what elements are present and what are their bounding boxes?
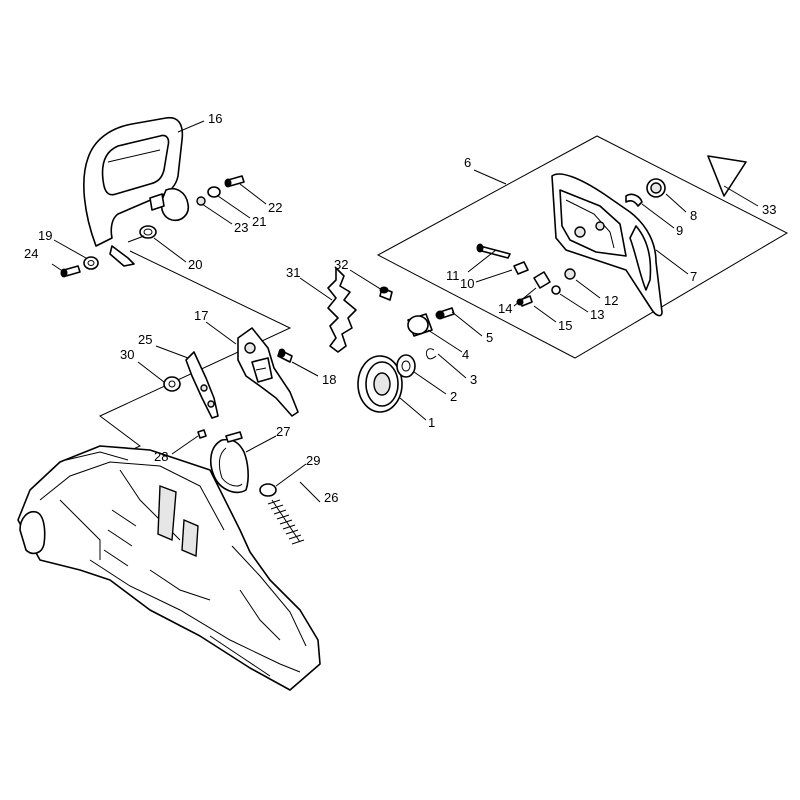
group-outline-6 bbox=[376, 135, 789, 359]
part-16-front-handle bbox=[83, 116, 190, 267]
part-19-washer bbox=[83, 256, 99, 270]
callout-labels: 1 2 3 4 5 6 7 8 9 10 11 12 13 14 15 16 1… bbox=[24, 111, 776, 505]
label-4: 4 bbox=[462, 347, 469, 362]
part-33-decal bbox=[707, 155, 747, 197]
part-10-tension-nut bbox=[513, 261, 529, 275]
part-2-washer bbox=[396, 354, 416, 378]
label-2: 2 bbox=[450, 389, 457, 404]
part-7-sprocket-cover bbox=[551, 173, 663, 317]
part-32-screw bbox=[379, 286, 393, 301]
label-12: 12 bbox=[604, 293, 618, 308]
part-20-spacer bbox=[127, 225, 157, 243]
part-21-washer bbox=[207, 186, 221, 198]
part-5-bolt bbox=[435, 307, 455, 320]
label-7: 7 bbox=[690, 269, 697, 284]
label-23: 23 bbox=[234, 220, 248, 235]
label-24: 24 bbox=[24, 246, 38, 261]
label-17: 17 bbox=[194, 308, 208, 323]
label-33: 33 bbox=[762, 202, 776, 217]
label-18: 18 bbox=[322, 372, 336, 387]
part-13-washer bbox=[551, 285, 561, 295]
label-16: 16 bbox=[208, 111, 222, 126]
part-30-collar bbox=[163, 376, 181, 392]
part-27-brake-band bbox=[209, 431, 249, 494]
label-15: 15 bbox=[558, 318, 572, 333]
label-28: 28 bbox=[154, 449, 168, 464]
part-14-block bbox=[533, 271, 551, 289]
label-10: 10 bbox=[460, 276, 474, 291]
crankcase bbox=[17, 445, 321, 691]
part-31-bumper-spike bbox=[327, 267, 357, 353]
part-3-e-clip bbox=[425, 348, 437, 360]
part-24-screw bbox=[60, 265, 81, 278]
label-26: 26 bbox=[324, 490, 338, 505]
label-19: 19 bbox=[38, 228, 52, 243]
part-8-nut bbox=[646, 178, 666, 198]
part-22-screw bbox=[224, 175, 245, 188]
leader-lines bbox=[51, 120, 759, 503]
label-20: 20 bbox=[188, 257, 202, 272]
label-8: 8 bbox=[690, 208, 697, 223]
part-28-pin bbox=[197, 429, 207, 439]
part-4-bearing bbox=[407, 313, 433, 337]
label-11: 11 bbox=[446, 268, 460, 283]
label-1: 1 bbox=[428, 415, 435, 430]
label-21: 21 bbox=[252, 214, 266, 229]
part-26-spring bbox=[267, 499, 305, 545]
label-25: 25 bbox=[138, 332, 152, 347]
part-17-brake-assembly bbox=[237, 327, 299, 417]
label-27: 27 bbox=[276, 424, 290, 439]
part-11-adjust-screw bbox=[476, 243, 511, 259]
label-30: 30 bbox=[120, 347, 134, 362]
part-23-nut bbox=[196, 196, 206, 206]
label-9: 9 bbox=[676, 223, 683, 238]
label-6: 6 bbox=[464, 155, 471, 170]
label-31: 31 bbox=[286, 265, 300, 280]
part-18-screw bbox=[277, 348, 293, 363]
label-3: 3 bbox=[470, 372, 477, 387]
part-25-link bbox=[185, 351, 219, 419]
label-32: 32 bbox=[334, 257, 348, 272]
part-12-nut bbox=[564, 268, 576, 280]
label-5: 5 bbox=[486, 330, 493, 345]
part-1-clutch-drum bbox=[357, 355, 403, 413]
label-13: 13 bbox=[590, 307, 604, 322]
label-14: 14 bbox=[498, 301, 512, 316]
part-9-clip bbox=[625, 193, 643, 207]
label-22: 22 bbox=[268, 200, 282, 215]
part-29-cap bbox=[259, 483, 277, 497]
label-29: 29 bbox=[306, 453, 320, 468]
